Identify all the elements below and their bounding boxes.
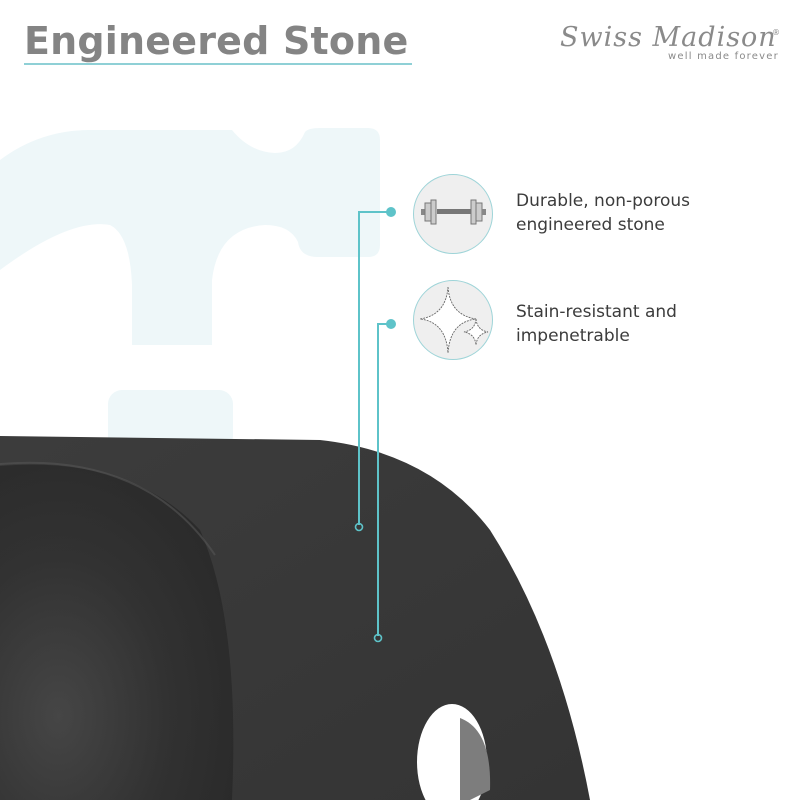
- title-underline: [24, 63, 412, 65]
- brand-tagline: well made forever: [668, 51, 779, 62]
- feature-icon-durable: [413, 174, 493, 254]
- feature-icon-stain: [413, 280, 493, 360]
- sparkle-icon: [419, 286, 489, 354]
- feature-text-durable: Durable, non-porous engineered stone: [516, 191, 690, 235]
- brand-name: Swiss Madison: [560, 22, 777, 53]
- brand-logo: Swiss Madison ® well made forever: [560, 22, 785, 64]
- page-title: Engineered Stone: [24, 19, 409, 63]
- registered-mark: ®: [772, 28, 780, 37]
- hammer-watermark-icon: [0, 128, 380, 440]
- black-sink-image: [0, 436, 590, 800]
- dumbbell-icon: [421, 199, 486, 225]
- feature-text-stain: Stain-resistant and impenetrable: [516, 302, 677, 346]
